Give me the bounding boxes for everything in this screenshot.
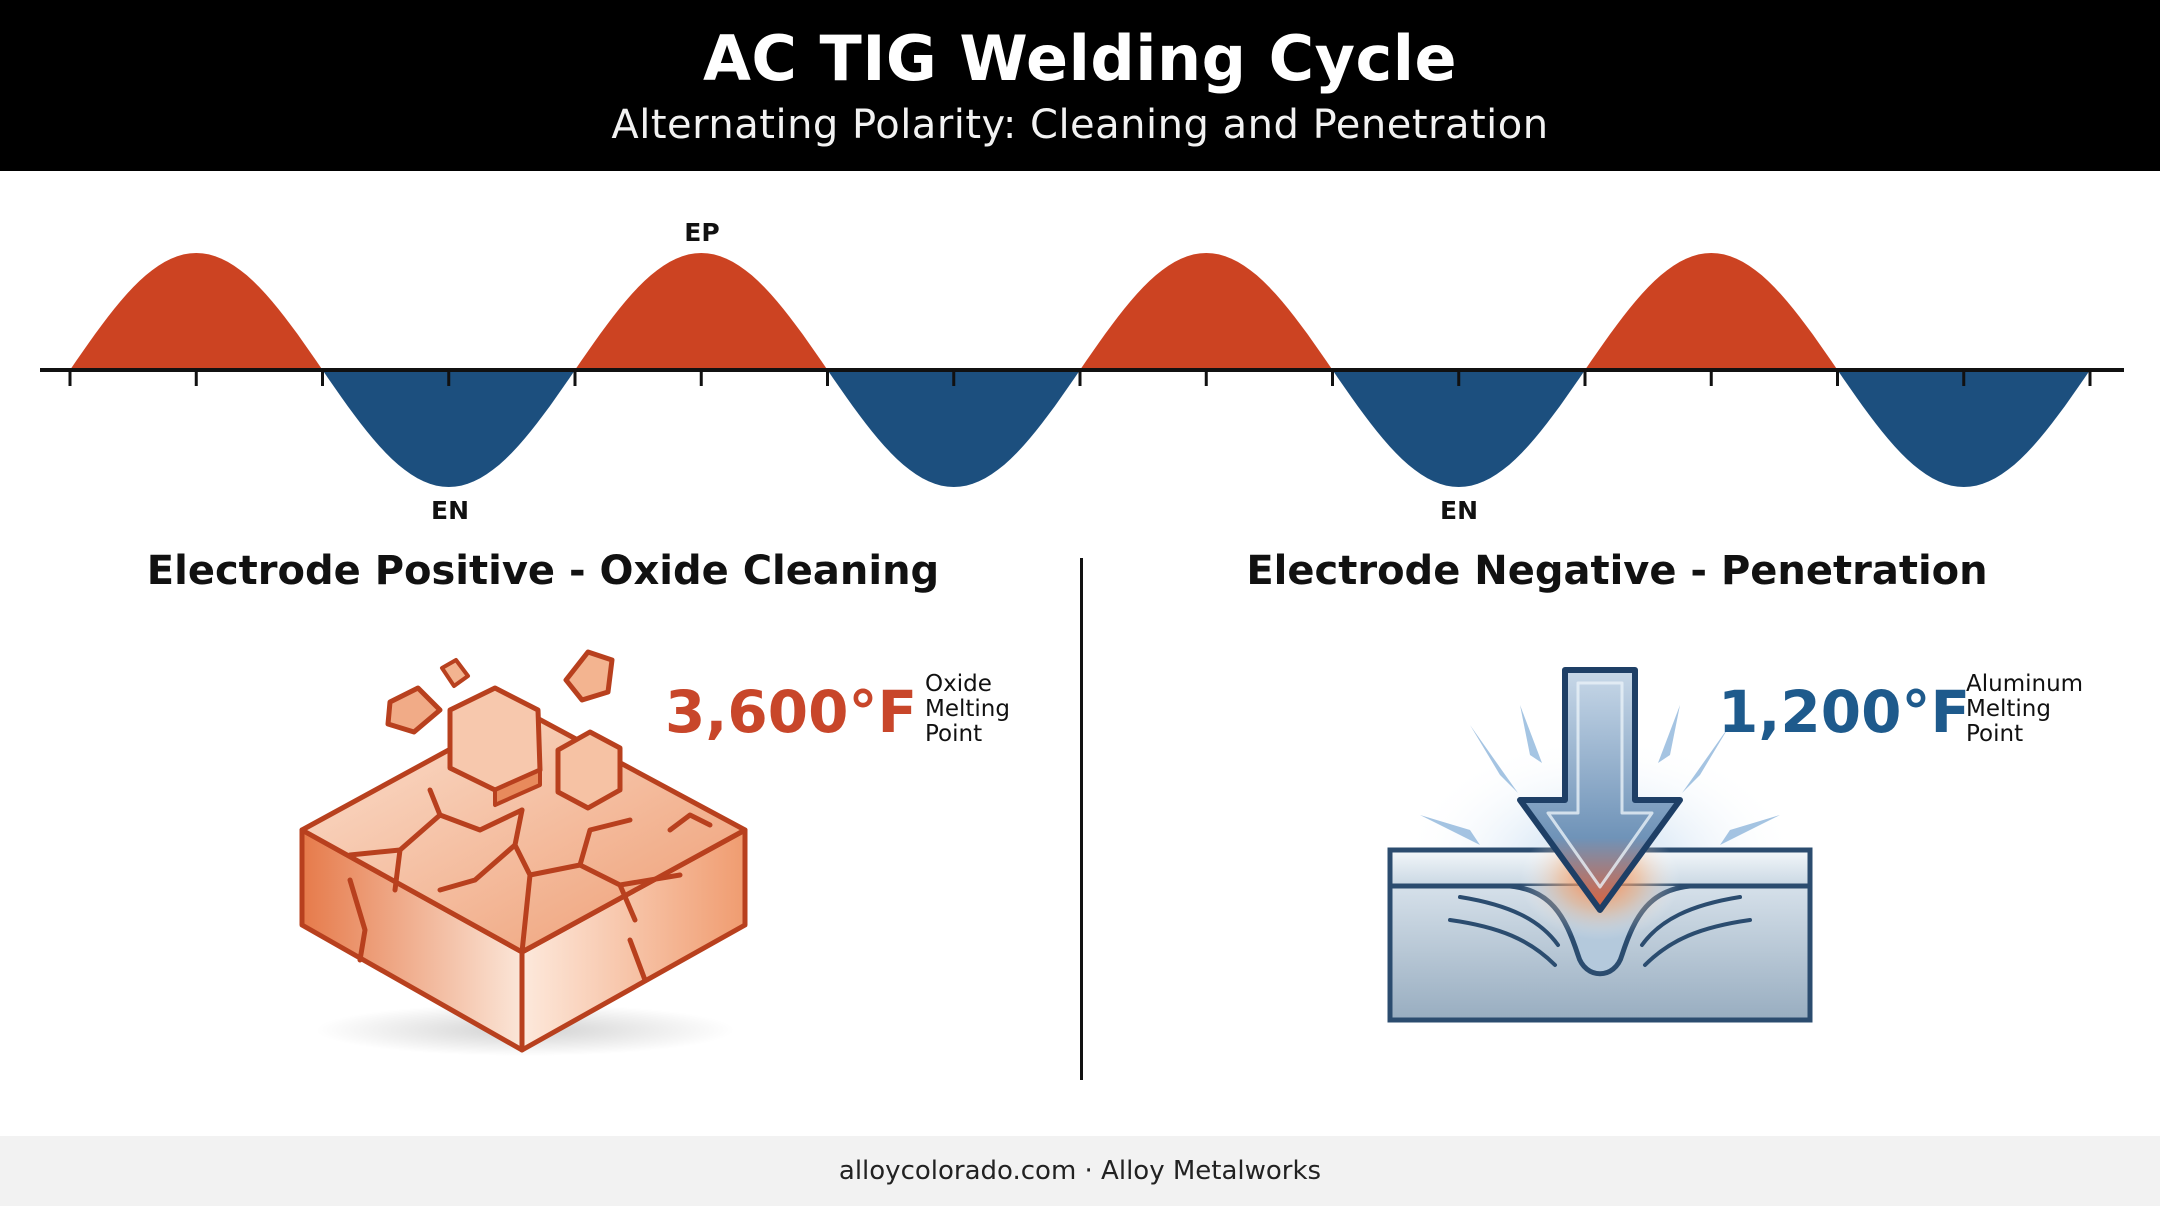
note-line: Oxide xyxy=(925,671,992,697)
positive-half-cycle xyxy=(1585,253,1838,370)
header-banner: AC TIG Welding Cycle Alternating Polarit… xyxy=(0,0,2160,171)
negative-half-cycle xyxy=(1332,370,1585,487)
aluminum-temperature: 1,200°F xyxy=(1718,678,1971,746)
penetration-arrow-icon xyxy=(1387,667,1813,1023)
panel-divider xyxy=(1080,558,1083,1080)
note-line: Aluminum xyxy=(1966,671,2084,697)
page-subtitle: Alternating Polarity: Cleaning and Penet… xyxy=(611,102,1549,148)
footer: alloycolorado.com · Alloy Metalworks xyxy=(0,1136,2160,1206)
oxide-temperature-note: Oxide Melting Point xyxy=(925,672,1010,747)
aluminum-temperature-note: Aluminum Melting Point xyxy=(1966,672,2083,747)
note-line: Melting xyxy=(925,696,1010,722)
positive-half-cycle xyxy=(1080,253,1333,370)
negative-half-cycle xyxy=(827,370,1080,487)
positive-half-cycle xyxy=(575,253,828,370)
waveform-lobes xyxy=(70,253,2090,487)
negative-half-cycle xyxy=(1837,370,2090,487)
negative-half-cycle xyxy=(322,370,575,487)
footer-text: alloycolorado.com · Alloy Metalworks xyxy=(838,1156,1322,1186)
en-label-first: EN xyxy=(430,496,470,525)
ep-label: EP xyxy=(684,218,720,247)
note-line: Point xyxy=(1966,721,2024,747)
page-title: AC TIG Welding Cycle xyxy=(702,22,1458,95)
note-line: Point xyxy=(925,721,983,747)
note-line: Melting xyxy=(1966,696,2051,722)
right-section-title: Electrode Negative - Penetration xyxy=(1246,548,1988,594)
left-section-title: Electrode Positive - Oxide Cleaning xyxy=(146,548,940,594)
positive-half-cycle xyxy=(70,253,323,370)
en-label-second: EN xyxy=(1439,496,1479,525)
cracked-oxide-block-icon xyxy=(299,649,748,1056)
waveform-ticks xyxy=(68,370,2092,386)
oxide-temperature: 3,600°F xyxy=(665,678,918,746)
ac-waveform xyxy=(40,253,2124,487)
